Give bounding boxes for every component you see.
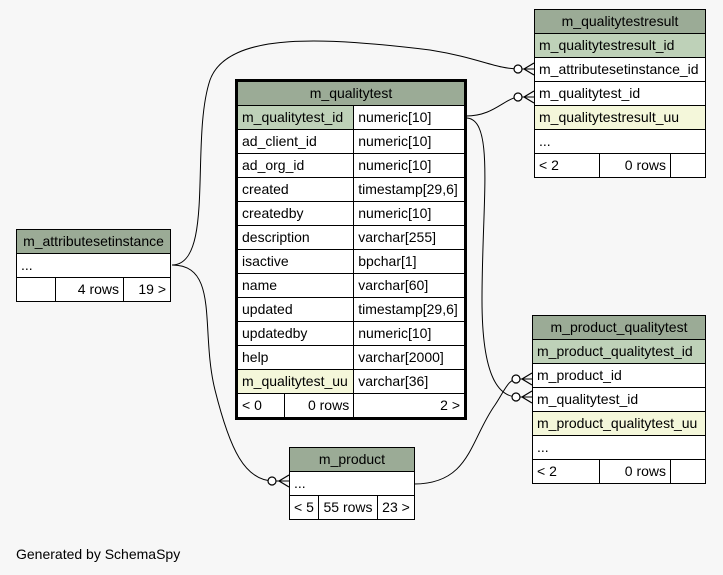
table-title[interactable]: m_product_qualitytest bbox=[532, 315, 706, 340]
children-count bbox=[670, 459, 706, 484]
column-name[interactable]: m_attributesetinstance_id bbox=[534, 57, 706, 82]
column-name[interactable]: updated bbox=[235, 297, 355, 322]
column-name[interactable]: m_product_qualitytest_uu bbox=[532, 411, 706, 436]
column-type: numeric[10] bbox=[353, 153, 466, 178]
column-type: varchar[60] bbox=[353, 273, 466, 298]
column-name[interactable]: isactive bbox=[235, 249, 355, 274]
column-type: numeric[10] bbox=[353, 129, 466, 154]
optional-marker bbox=[511, 374, 521, 384]
column-type: timestamp[29,6] bbox=[353, 297, 466, 322]
column-type: varchar[2000] bbox=[353, 345, 466, 370]
column-ellipsis: ... bbox=[532, 435, 706, 460]
column-ellipsis: ... bbox=[289, 471, 415, 496]
column-ellipsis: ... bbox=[16, 253, 171, 278]
row-count: 4 rows bbox=[55, 277, 124, 302]
children-count: 23 > bbox=[377, 495, 415, 520]
column-name[interactable]: help bbox=[235, 345, 355, 370]
link-asi-to-result bbox=[171, 40, 534, 266]
column-name[interactable]: ad_org_id bbox=[235, 153, 355, 178]
column-name[interactable]: ad_client_id bbox=[235, 129, 355, 154]
column-type: varchar[36] bbox=[353, 369, 466, 394]
column-name[interactable]: updatedby bbox=[235, 321, 355, 346]
parents-count: < 2 bbox=[532, 459, 600, 484]
column-name[interactable]: m_qualitytest_id bbox=[534, 81, 706, 106]
children-count: 19 > bbox=[123, 277, 171, 302]
crowfoot-marker bbox=[277, 474, 290, 488]
column-name[interactable]: description bbox=[235, 225, 355, 250]
link-qualitytest-to-result bbox=[465, 96, 534, 117]
column-name[interactable]: name bbox=[235, 273, 355, 298]
table-m-product-qualitytest[interactable]: m_product_qualitytest m_product_qualityt… bbox=[532, 315, 706, 484]
column-ellipsis: ... bbox=[534, 129, 706, 154]
column-name[interactable]: m_qualitytestresult_uu bbox=[534, 105, 706, 130]
crowfoot-marker bbox=[520, 372, 533, 386]
parents-count: < 0 bbox=[236, 393, 285, 419]
column-type: numeric[10] bbox=[353, 321, 466, 346]
children-count bbox=[670, 153, 706, 178]
table-m-qualitytest[interactable]: m_qualitytest m_qualitytest_id numeric[1… bbox=[235, 79, 467, 420]
column-name[interactable]: m_qualitytest_id bbox=[235, 105, 355, 130]
table-title[interactable]: m_attributesetinstance bbox=[16, 229, 171, 254]
optional-marker bbox=[267, 476, 277, 486]
table-m-product[interactable]: m_product ... < 5 55 rows 23 > bbox=[289, 447, 415, 520]
column-name[interactable]: m_product_qualitytest_id bbox=[532, 339, 706, 364]
column-name[interactable]: createdby bbox=[235, 201, 355, 226]
table-m-attributesetinstance[interactable]: m_attributesetinstance ... 4 rows 19 > bbox=[16, 229, 171, 302]
row-count: 55 rows bbox=[318, 495, 378, 520]
table-title[interactable]: m_product bbox=[289, 447, 415, 472]
children-count: 2 > bbox=[353, 393, 466, 419]
column-type: numeric[10] bbox=[353, 201, 466, 226]
link-product-to-pqt bbox=[413, 378, 532, 485]
column-name[interactable]: m_qualitytest_uu bbox=[235, 369, 355, 394]
table-m-qualitytestresult[interactable]: m_qualitytestresult m_qualitytestresult_… bbox=[534, 9, 706, 178]
parents-count bbox=[16, 277, 56, 302]
crowfoot-marker bbox=[522, 90, 535, 104]
optional-marker bbox=[513, 92, 523, 102]
column-type: numeric[10] bbox=[353, 105, 466, 130]
column-name[interactable]: m_product_id bbox=[532, 363, 706, 388]
row-count: 0 rows bbox=[283, 393, 355, 419]
row-count: 0 rows bbox=[599, 153, 671, 178]
column-type: bpchar[1] bbox=[353, 249, 466, 274]
column-type: timestamp[29,6] bbox=[353, 177, 466, 202]
column-name[interactable]: m_qualitytest_id bbox=[532, 387, 706, 412]
column-name[interactable]: m_qualitytestresult_id bbox=[534, 33, 706, 58]
crowfoot-marker bbox=[520, 390, 533, 404]
row-count: 0 rows bbox=[599, 459, 671, 484]
column-name[interactable]: created bbox=[235, 177, 355, 202]
optional-marker bbox=[511, 392, 521, 402]
link-asi-to-product bbox=[171, 264, 289, 482]
optional-marker bbox=[513, 64, 523, 74]
table-title[interactable]: m_qualitytestresult bbox=[534, 9, 706, 34]
generated-by-label: Generated by SchemaSpy bbox=[16, 546, 181, 562]
table-title[interactable]: m_qualitytest bbox=[236, 80, 466, 106]
parents-count: < 2 bbox=[534, 153, 600, 178]
column-type: varchar[255] bbox=[353, 225, 466, 250]
link-qualitytest-to-pqt bbox=[465, 117, 532, 398]
crowfoot-marker bbox=[522, 62, 535, 76]
parents-count: < 5 bbox=[289, 495, 319, 520]
